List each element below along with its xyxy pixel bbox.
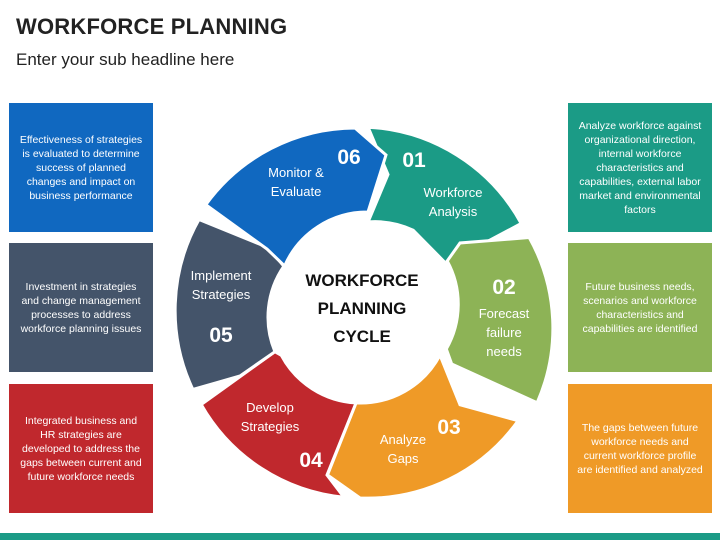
step-label: Analyze (380, 432, 426, 447)
page-subtitle: Enter your sub headline here (16, 50, 235, 69)
step-label: Monitor & (268, 165, 324, 180)
center-title-line: PLANNING (318, 299, 407, 318)
page-title: WORKFORCE PLANNING (16, 14, 288, 39)
description-box-develop-strategies: Integrated business and HR strategies ar… (9, 384, 153, 513)
step-label: Gaps (387, 451, 419, 466)
description-text: Analyze workforce against organizational… (578, 119, 702, 216)
step-label: Strategies (192, 287, 251, 302)
description-box-implement-strategies: Investment in strategies and change mana… (9, 243, 153, 372)
step-label: Workforce (424, 185, 483, 200)
step-label: Implement (191, 268, 252, 283)
center-circle (272, 225, 448, 401)
description-text: The gaps between future workforce needs … (577, 421, 703, 476)
description-box-forecast-needs: Future business needs, scenarios and wor… (568, 243, 712, 372)
step-number-06: 06 (337, 146, 360, 169)
segment-01 (365, 125, 524, 266)
segment-06 (203, 126, 388, 269)
segment-05 (173, 217, 286, 392)
segment-03 (325, 351, 521, 500)
center-title-line: WORKFORCE (305, 271, 418, 290)
step-number-05: 05 (209, 324, 233, 347)
step-label: Strategies (241, 419, 300, 434)
step-label: needs (486, 344, 522, 359)
segment-04 (199, 349, 359, 500)
description-box-workforce-analysis: Analyze workforce against organizational… (568, 103, 712, 232)
description-text: Integrated business and HR strategies ar… (20, 414, 142, 483)
step-label: Analysis (429, 204, 478, 219)
description-box-analyze-gaps: The gaps between future workforce needs … (568, 384, 712, 513)
step-number-02: 02 (492, 276, 515, 299)
description-text: Effectiveness of strategies is evaluated… (19, 133, 143, 202)
bottom-accent-bar (0, 533, 720, 540)
step-label: Forecast (479, 306, 530, 321)
step-number-04: 04 (299, 449, 323, 472)
segment-02 (444, 235, 555, 405)
step-label: failure (486, 325, 521, 340)
description-text: Investment in strategies and change mana… (20, 280, 142, 335)
step-number-01: 01 (402, 149, 426, 172)
step-number-03: 03 (437, 416, 460, 439)
step-label: Develop (246, 400, 294, 415)
description-box-monitor-evaluate: Effectiveness of strategies is evaluated… (9, 103, 153, 232)
center-title-line: CYCLE (333, 327, 391, 346)
description-text: Future business needs, scenarios and wor… (582, 280, 698, 335)
step-label: Evaluate (271, 184, 322, 199)
